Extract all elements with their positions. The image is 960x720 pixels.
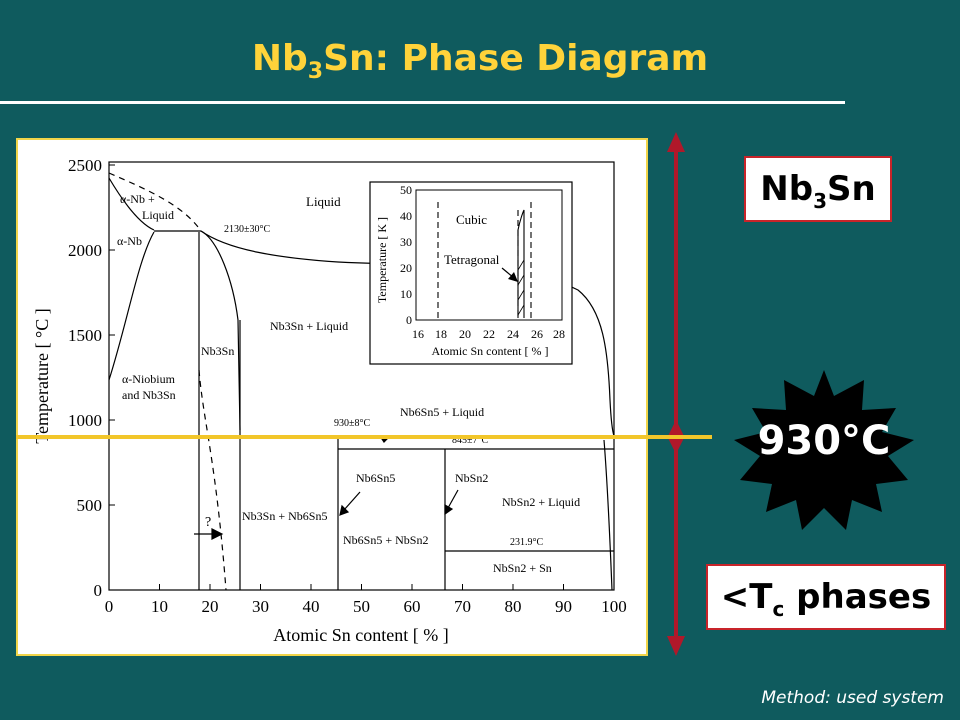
- x-tick: 70: [454, 597, 471, 616]
- region-label: α-Nb +: [120, 192, 155, 206]
- inset-x-tick: 22: [483, 327, 495, 341]
- inset-y-axis-label: Temperature [ K ]: [375, 217, 389, 303]
- x-tick: 80: [505, 597, 522, 616]
- temperature-label: 231.9°C: [510, 537, 543, 548]
- inset-y-tick: 20: [400, 261, 412, 275]
- region-label: NbSn2 + Liquid: [502, 495, 580, 509]
- y-axis-label: Temperature [ °C ]: [32, 308, 52, 443]
- region-label: α-Nb: [117, 234, 142, 248]
- temperature-label: 2130±30°C: [224, 224, 270, 235]
- x-tick: 40: [303, 597, 320, 616]
- temperature-label: 930±8°C: [334, 418, 370, 429]
- x-tick: 10: [151, 597, 168, 616]
- title-divider: [0, 101, 845, 104]
- x-tick: 90: [555, 597, 572, 616]
- starburst-label: 930°C: [758, 418, 891, 464]
- question-mark: ?: [205, 515, 211, 530]
- region-label: Liquid: [142, 208, 174, 222]
- arrow-up-head-icon: [667, 132, 685, 152]
- region-label: NbSn2: [455, 471, 488, 485]
- x-tick: 30: [252, 597, 269, 616]
- region-label: NbSn2 + Sn: [493, 561, 552, 575]
- inset-plot: 16 18 20 22 24 26 28 0 10 20 30 40 50 At…: [369, 181, 573, 365]
- page-title: Nb3Sn: Phase Diagram: [251, 38, 709, 85]
- x-tick: 20: [202, 597, 219, 616]
- x-tick: 0: [105, 597, 114, 616]
- arrow-head-icon: [667, 420, 685, 438]
- region-label: and Nb3Sn: [122, 388, 176, 402]
- inset-y-tick: 30: [400, 235, 412, 249]
- region-label: Nb3Sn + Liquid: [270, 319, 348, 333]
- x-axis-label: Atomic Sn content [ % ]: [273, 625, 448, 645]
- footer-note: Method: used system: [761, 688, 944, 708]
- x-tick: 60: [404, 597, 421, 616]
- arrow-down-head-icon: [667, 636, 685, 656]
- inset-y-tick: 0: [406, 313, 412, 327]
- arrow-head-icon: [667, 436, 685, 454]
- nb3sn-label-box: Nb3Sn: [744, 156, 892, 222]
- region-label: Nb6Sn5: [356, 471, 395, 485]
- inset-x-axis-label: Atomic Sn content [ % ]: [432, 344, 549, 358]
- temperature-label: 845±7°C: [452, 435, 488, 446]
- inset-label-cubic: Cubic: [456, 212, 487, 227]
- inset-y-tick: 50: [400, 183, 412, 197]
- region-label: Nb6Sn5 + Liquid: [400, 405, 484, 419]
- region-label: Nb3Sn: [201, 344, 234, 358]
- x-tick: 50: [353, 597, 370, 616]
- y-tick: 2500: [68, 156, 102, 175]
- inset-x-tick: 16: [412, 327, 424, 341]
- x-tick: 100: [601, 597, 627, 616]
- inset-x-tick: 24: [507, 327, 519, 341]
- inset-x-tick: 18: [435, 327, 447, 341]
- inset-y-tick: 40: [400, 209, 412, 223]
- phase-diagram: 0 10 20 30 40 50 60 70 80 90 100 0 500 1…: [32, 156, 627, 645]
- phase-diagram-figure: 0 10 20 30 40 50 60 70 80 90 100 0 500 1…: [16, 138, 648, 656]
- inset-x-tick: 28: [553, 327, 565, 341]
- region-label: Liquid: [306, 194, 341, 209]
- y-tick: 500: [77, 496, 103, 515]
- starburst-shape: [734, 370, 914, 530]
- inset-y-tick: 10: [400, 287, 412, 301]
- region-label: α-Niobium: [122, 372, 176, 386]
- y-tick: 1000: [68, 411, 102, 430]
- inset-x-tick: 26: [531, 327, 543, 341]
- tc-phases-label-box: <Tc phases: [706, 564, 946, 630]
- y-tick: 0: [94, 581, 103, 600]
- inset-label-tetragonal: Tetragonal: [444, 252, 500, 267]
- region-label: Nb6Sn5 + NbSn2: [343, 533, 428, 547]
- region-label: Nb3Sn + Nb6Sn5: [242, 509, 327, 523]
- inset-x-tick: 20: [459, 327, 471, 341]
- y-tick: 1500: [68, 326, 102, 345]
- y-tick: 2000: [68, 241, 102, 260]
